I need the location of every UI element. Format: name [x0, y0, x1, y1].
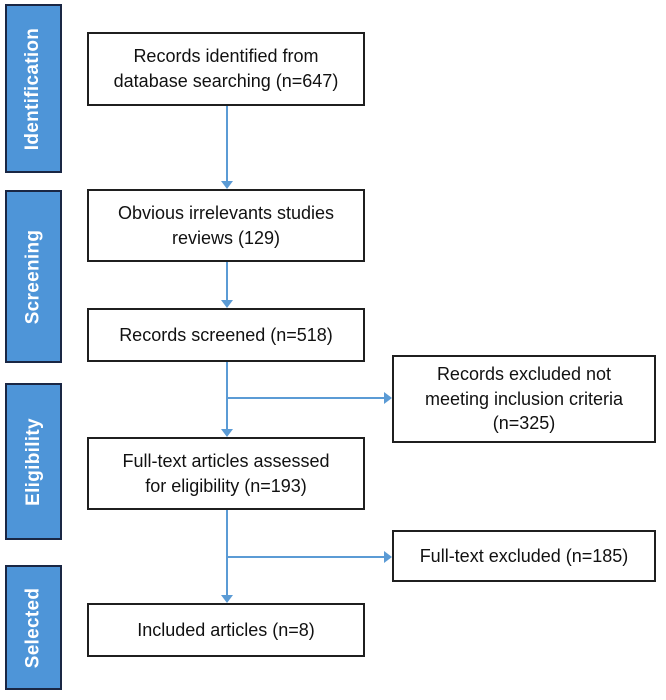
stage-identification-label: Identification	[22, 27, 44, 150]
arrow-irrelevant-to-screened-line	[226, 262, 228, 300]
arrow-screened-to-fulltext-head-icon	[221, 429, 233, 437]
stage-eligibility-label: Eligibility	[22, 417, 44, 506]
arrow-irrelevant-to-screened-head-icon	[221, 300, 233, 308]
stage-selected-label: Selected	[22, 587, 44, 668]
arrow-branch-to-fulltext-excluded-head-icon	[384, 551, 392, 563]
flow-box-irrelevant-studies: Obvious irrelevants studies reviews (129…	[87, 189, 365, 262]
flow-box-records-excluded: Records excluded not meeting inclusion c…	[392, 355, 656, 443]
arrow-branch-to-records-excluded-head-icon	[384, 392, 392, 404]
arrow-branch-to-fulltext-excluded-line	[227, 556, 384, 558]
flow-box-fulltext-excluded: Full-text excluded (n=185)	[392, 530, 656, 582]
stage-eligibility: Eligibility	[5, 383, 62, 540]
stage-selected: Selected	[5, 565, 62, 690]
arrow-fulltext-to-included-line	[226, 510, 228, 595]
flow-box-records-screened: Records screened (n=518)	[87, 308, 365, 362]
arrow-identified-to-irrelevant-head-icon	[221, 181, 233, 189]
stage-screening: Screening	[5, 190, 62, 363]
stage-screening-label: Screening	[22, 229, 44, 324]
flow-box-fulltext-assessed: Full-text articles assessed for eligibil…	[87, 437, 365, 510]
stage-identification: Identification	[5, 4, 62, 173]
arrow-fulltext-to-included-head-icon	[221, 595, 233, 603]
arrow-branch-to-records-excluded-line	[227, 397, 384, 399]
arrow-screened-to-fulltext-line	[226, 362, 228, 429]
arrow-identified-to-irrelevant-line	[226, 106, 228, 182]
flow-box-records-identified: Records identified from database searchi…	[87, 32, 365, 106]
flow-box-included-articles: Included articles (n=8)	[87, 603, 365, 657]
